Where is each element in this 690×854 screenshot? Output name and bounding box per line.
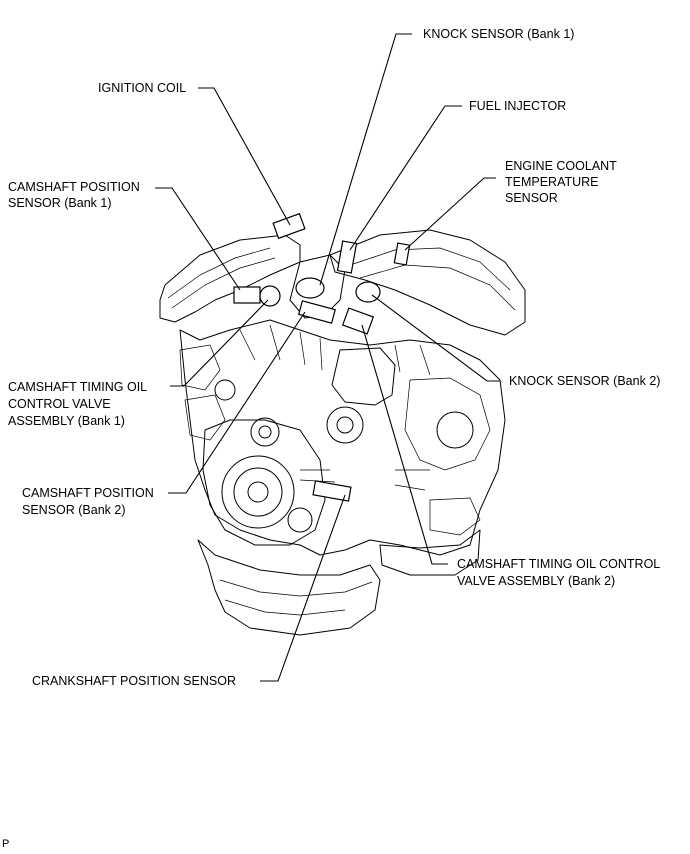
label-cmp-bank2-line2: SENSOR (Bank 2) [22, 503, 126, 517]
ignition-coil-part [272, 212, 306, 240]
label-ect-line2: TEMPERATURE [505, 175, 599, 189]
knock-bank1-part [295, 277, 325, 299]
label-ocv-bank2-line2: VALVE ASSEMBLY (Bank 2) [457, 574, 616, 588]
ocv-bank1-part [259, 285, 281, 307]
label-knock-sensor-bank1: KNOCK SENSOR (Bank 1) [423, 27, 575, 41]
footer-code: P [2, 838, 10, 850]
label-ocv-bank1-line2: CONTROL VALVE [8, 397, 111, 411]
label-cmp-bank1-line2: SENSOR (Bank 1) [8, 196, 112, 210]
engine-illustration [159, 229, 526, 636]
label-ocv-bank1-line1: CAMSHAFT TIMING OIL [8, 380, 148, 394]
label-knock-sensor-bank2: KNOCK SENSOR (Bank 2) [509, 374, 661, 388]
cmp-bank1-part [233, 286, 261, 304]
label-crankshaft-position-sensor: CRANKSHAFT POSITION SENSOR [32, 674, 236, 688]
label-ocv-bank1-line3: ASSEMBLY (Bank 1) [8, 414, 125, 428]
label-fuel-injector: FUEL INJECTOR [469, 99, 567, 113]
label-ignition-coil: IGNITION COIL [98, 81, 187, 95]
leader-lines [155, 33, 500, 682]
label-cmp-bank1-line1: CAMSHAFT POSITION [8, 180, 140, 194]
label-ect-line3: SENSOR [505, 191, 558, 205]
ect-sensor-part [393, 242, 411, 266]
label-ect-line1: ENGINE COOLANT [505, 159, 617, 173]
cmp-bank2-part [298, 300, 336, 324]
label-ocv-bank2-line1: CAMSHAFT TIMING OIL CONTROL [457, 557, 661, 571]
fuel-injector-part [336, 240, 358, 274]
label-cmp-bank2-line1: CAMSHAFT POSITION [22, 486, 154, 500]
ckp-part [312, 480, 352, 502]
ocv-bank2-part [341, 307, 375, 335]
knock-bank2-part [355, 281, 381, 303]
